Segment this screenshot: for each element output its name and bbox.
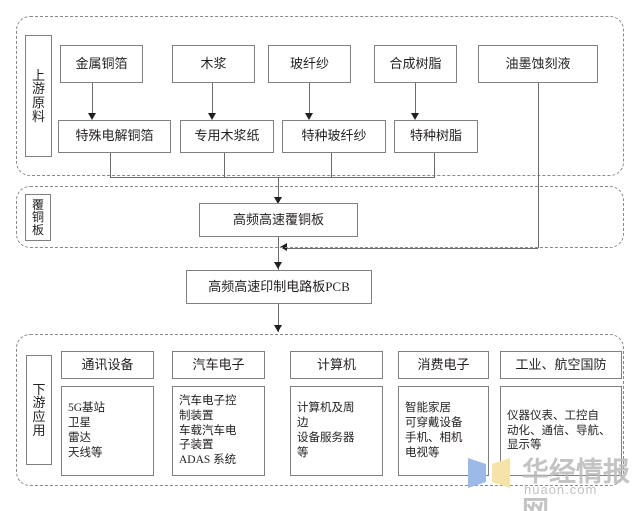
arrowhead-ccl-to-pcb bbox=[274, 262, 282, 269]
band-label-ccl-char-2: 板 bbox=[31, 222, 44, 237]
connector-ink-bypass-vertical bbox=[538, 83, 539, 248]
band-label-upstream-char-2: 原 bbox=[31, 95, 45, 110]
band-label-upstream-char-3: 料 bbox=[31, 108, 45, 124]
connector-raw-1 bbox=[212, 83, 213, 115]
box-processed-0[interactable]: 特殊电解铜箔 bbox=[58, 120, 171, 153]
connector-pcb-to-downstream bbox=[278, 304, 279, 332]
band-label-ccl-char-1: 铜 bbox=[31, 210, 44, 225]
box-processed-3[interactable]: 特种树脂 bbox=[394, 120, 478, 153]
downstream-header-1[interactable]: 汽车电子 bbox=[172, 351, 265, 379]
connector-ink-bypass-horizontal bbox=[287, 248, 538, 249]
group-ccl bbox=[16, 186, 624, 248]
connector-processed-bus bbox=[110, 177, 435, 178]
connector-raw-3 bbox=[415, 83, 416, 115]
box-copper-clad-laminate[interactable]: 高频高速覆铜板 bbox=[199, 203, 358, 237]
downstream-items-4[interactable]: 仪器仪表、工控自 动化、通信、导航、 显示等 bbox=[500, 386, 622, 476]
band-label-ccl: 覆 铜 板 bbox=[25, 194, 51, 241]
downstream-header-0[interactable]: 通讯设备 bbox=[61, 351, 154, 379]
group-downstream bbox=[16, 334, 624, 486]
arrowhead-raw-2 bbox=[305, 113, 313, 120]
arrowhead-raw-0 bbox=[88, 113, 96, 120]
connector-processed-2-drop bbox=[331, 153, 332, 177]
band-label-downstream-char-1: 游 bbox=[32, 395, 46, 411]
connector-processed-1-drop bbox=[224, 153, 225, 177]
arrowhead-bus-to-ccl bbox=[274, 197, 282, 204]
downstream-header-3[interactable]: 消费电子 bbox=[398, 351, 489, 379]
arrowhead-raw-1 bbox=[208, 113, 216, 120]
band-label-downstream-char-0: 下 bbox=[32, 381, 46, 397]
connector-ccl-to-pcb bbox=[278, 237, 279, 270]
band-label-downstream-char-3: 用 bbox=[32, 422, 46, 438]
connector-raw-2 bbox=[309, 83, 310, 115]
downstream-items-0[interactable]: 5G基站 卫星 雷达 天线等 bbox=[61, 386, 154, 476]
box-raw-material-2[interactable]: 玻纤纱 bbox=[268, 45, 351, 83]
connector-processed-0-drop bbox=[110, 153, 111, 177]
downstream-items-1[interactable]: 汽车电子控 制装置 车载汽车电 子装置 ADAS 系统 bbox=[172, 386, 265, 476]
band-label-upstream: 上 游 原 料 bbox=[25, 35, 52, 157]
arrowhead-raw-3 bbox=[411, 113, 419, 120]
box-raw-material-0[interactable]: 金属铜箔 bbox=[60, 45, 143, 83]
band-label-downstream-char-2: 应 bbox=[32, 409, 46, 424]
band-label-upstream-char-1: 游 bbox=[31, 81, 45, 97]
box-raw-material-3[interactable]: 合成树脂 bbox=[374, 45, 457, 83]
box-pcb[interactable]: 高频高速印制电路板PCB bbox=[186, 270, 372, 304]
downstream-items-3[interactable]: 智能家居 可穿戴设备 手机、相机 电视等 bbox=[398, 386, 489, 476]
arrowhead-pcb-to-downstream bbox=[274, 325, 282, 332]
connector-raw-0 bbox=[92, 83, 93, 115]
connector-bus-to-ccl bbox=[278, 177, 279, 199]
band-label-ccl-char-0: 覆 bbox=[31, 197, 44, 212]
group-upstream bbox=[16, 16, 624, 176]
box-processed-2[interactable]: 特种玻纤纱 bbox=[282, 120, 386, 153]
band-label-downstream: 下 游 应 用 bbox=[26, 355, 52, 465]
downstream-items-2[interactable]: 计算机及周 边 设备服务器 等 bbox=[290, 386, 383, 476]
downstream-header-2[interactable]: 计算机 bbox=[290, 351, 383, 379]
box-raw-material-4[interactable]: 油墨蚀刻液 bbox=[478, 45, 598, 83]
downstream-header-4[interactable]: 工业、航空国防 bbox=[500, 351, 622, 379]
box-raw-material-1[interactable]: 木浆 bbox=[172, 45, 255, 83]
connector-processed-3-drop bbox=[434, 153, 435, 177]
band-label-upstream-char-0: 上 bbox=[31, 67, 45, 83]
box-processed-1[interactable]: 专用木浆纸 bbox=[180, 120, 274, 153]
